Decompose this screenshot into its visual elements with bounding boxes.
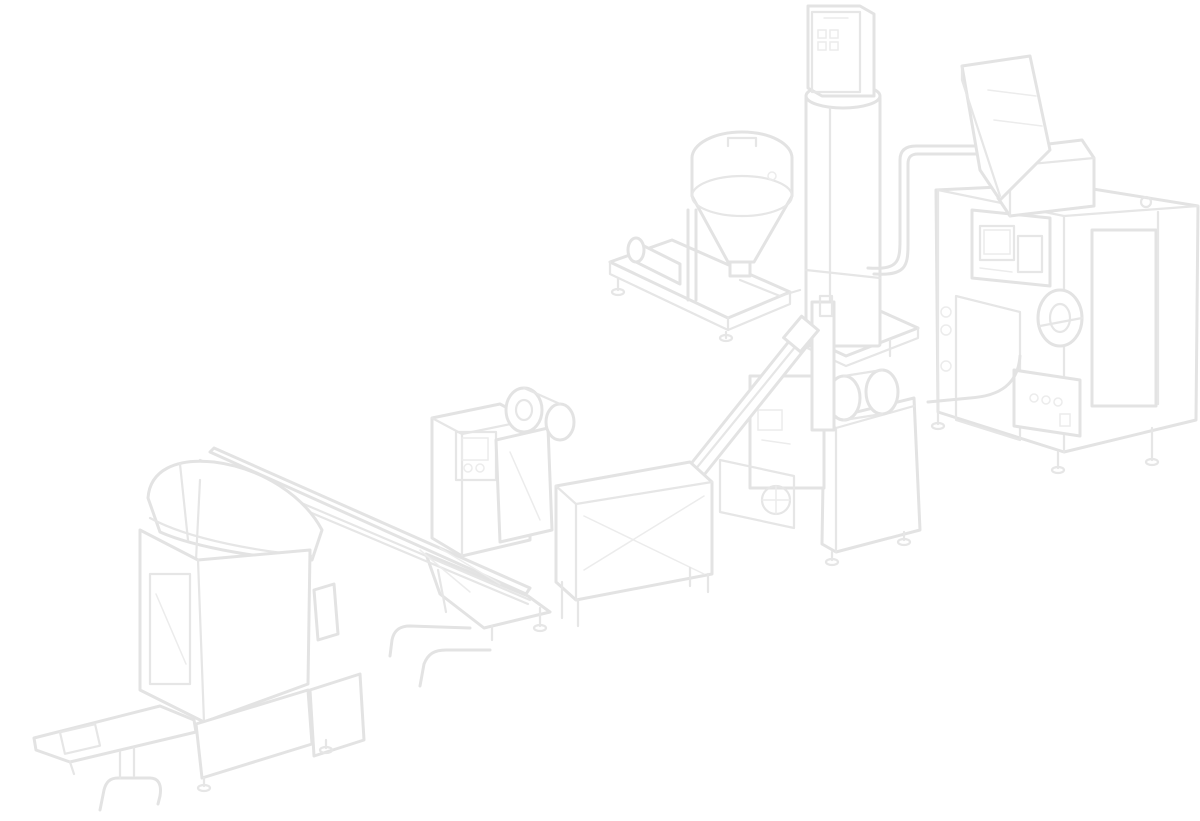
feed-hopper	[554, 460, 714, 628]
control-station	[388, 386, 576, 688]
forming-machine	[926, 54, 1200, 475]
packaging-machine	[32, 459, 366, 812]
mixing-tank	[608, 130, 802, 343]
screw-elevator	[684, 314, 820, 482]
connecting-pipe	[866, 144, 1002, 276]
drying-tower	[788, 4, 920, 368]
